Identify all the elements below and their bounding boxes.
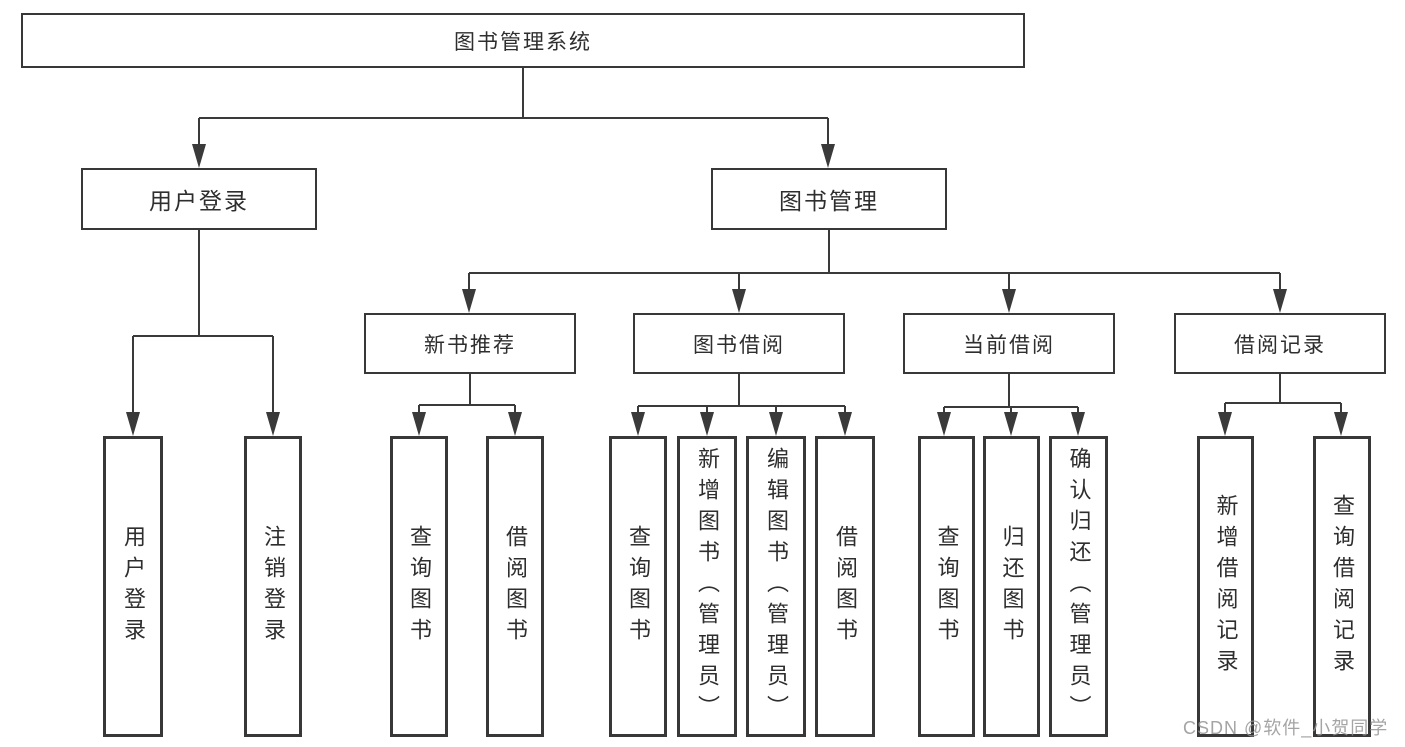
node-current-borrow: 当前借阅	[903, 313, 1115, 374]
node-current-borrow-label: 当前借阅	[963, 333, 1055, 357]
node-leaf-borrow-add: 新增图书（管理员）	[677, 436, 737, 737]
node-leaf-borrow-edit: 编辑图书（管理员）	[746, 436, 806, 737]
arrowhead	[700, 412, 714, 436]
connector-currentborrow-to-leaves	[943, 374, 1079, 416]
node-new-books-label: 新书推荐	[424, 333, 516, 357]
node-leaf-logout: 注销登录	[244, 436, 302, 737]
connector-userlogin-to-leaves	[132, 230, 274, 416]
node-leaf-user-login: 用户登录	[103, 436, 163, 737]
leaf-label: 查询图书	[407, 524, 432, 649]
node-new-books: 新书推荐	[364, 313, 576, 374]
arrowhead	[462, 289, 476, 313]
arrowhead	[412, 412, 426, 436]
node-leaf-current-confirm: 确认归还（管理员）	[1049, 436, 1108, 737]
arrowhead	[937, 412, 951, 436]
connector-newbooks-to-leaves	[418, 374, 516, 416]
leaf-label: 借阅图书	[833, 524, 858, 649]
node-leaf-records-query: 查询借阅记录	[1313, 436, 1371, 737]
leaf-label: 新增借阅记录	[1213, 493, 1239, 680]
leaf-label: 编辑图书（管理员）	[764, 447, 789, 726]
connector-root-to-l2	[198, 68, 829, 148]
arrowhead	[1071, 412, 1085, 436]
node-book-borrow: 图书借阅	[633, 313, 845, 374]
leaf-label: 查询图书	[934, 524, 960, 649]
arrowhead	[732, 289, 746, 313]
arrowhead	[838, 412, 852, 436]
node-borrow-records-label: 借阅记录	[1234, 333, 1326, 357]
arrowhead	[631, 412, 645, 436]
node-book-mgmt: 图书管理	[711, 168, 947, 230]
arrowhead	[821, 144, 835, 168]
connector-records-to-leaves	[1224, 374, 1342, 416]
arrowhead	[266, 412, 280, 436]
node-leaf-current-query: 查询图书	[918, 436, 975, 737]
leaf-label: 借阅图书	[503, 524, 528, 649]
connector-bookmgmt-to-l3	[468, 230, 1281, 293]
node-user-login: 用户登录	[81, 168, 317, 230]
node-leaf-current-return: 归还图书	[983, 436, 1040, 737]
arrowhead	[192, 144, 206, 168]
node-book-borrow-label: 图书借阅	[693, 333, 785, 357]
leaf-label: 注销登录	[261, 524, 286, 649]
arrowhead	[508, 412, 522, 436]
arrowhead	[1273, 289, 1287, 313]
leaf-label: 归还图书	[999, 524, 1025, 649]
node-root-label: 图书管理系统	[454, 30, 592, 54]
leaf-label: 查询图书	[626, 524, 651, 649]
node-leaf-newbooks-query: 查询图书	[390, 436, 448, 737]
arrowhead	[1002, 289, 1016, 313]
arrowhead	[769, 412, 783, 436]
node-leaf-borrow-borrow: 借阅图书	[815, 436, 875, 737]
connector-bookborrow-to-leaves	[637, 374, 846, 416]
arrowhead	[1218, 412, 1232, 436]
arrowhead	[1334, 412, 1348, 436]
node-root: 图书管理系统	[21, 13, 1025, 68]
arrowhead	[126, 412, 140, 436]
leaf-label: 用户登录	[121, 524, 146, 649]
node-user-login-label: 用户登录	[149, 188, 249, 214]
csdn-watermark: CSDN @软件_小贺同学	[1183, 718, 1389, 738]
leaf-label: 查询借阅记录	[1330, 493, 1355, 680]
node-borrow-records: 借阅记录	[1174, 313, 1386, 374]
arrowhead	[1004, 412, 1018, 436]
node-leaf-borrow-query: 查询图书	[609, 436, 667, 737]
node-leaf-records-add: 新增借阅记录	[1197, 436, 1254, 737]
leaf-label: 确认归还（管理员）	[1066, 447, 1092, 726]
node-book-mgmt-label: 图书管理	[779, 188, 879, 214]
node-leaf-newbooks-borrow: 借阅图书	[486, 436, 544, 737]
leaf-label: 新增图书（管理员）	[695, 447, 720, 726]
